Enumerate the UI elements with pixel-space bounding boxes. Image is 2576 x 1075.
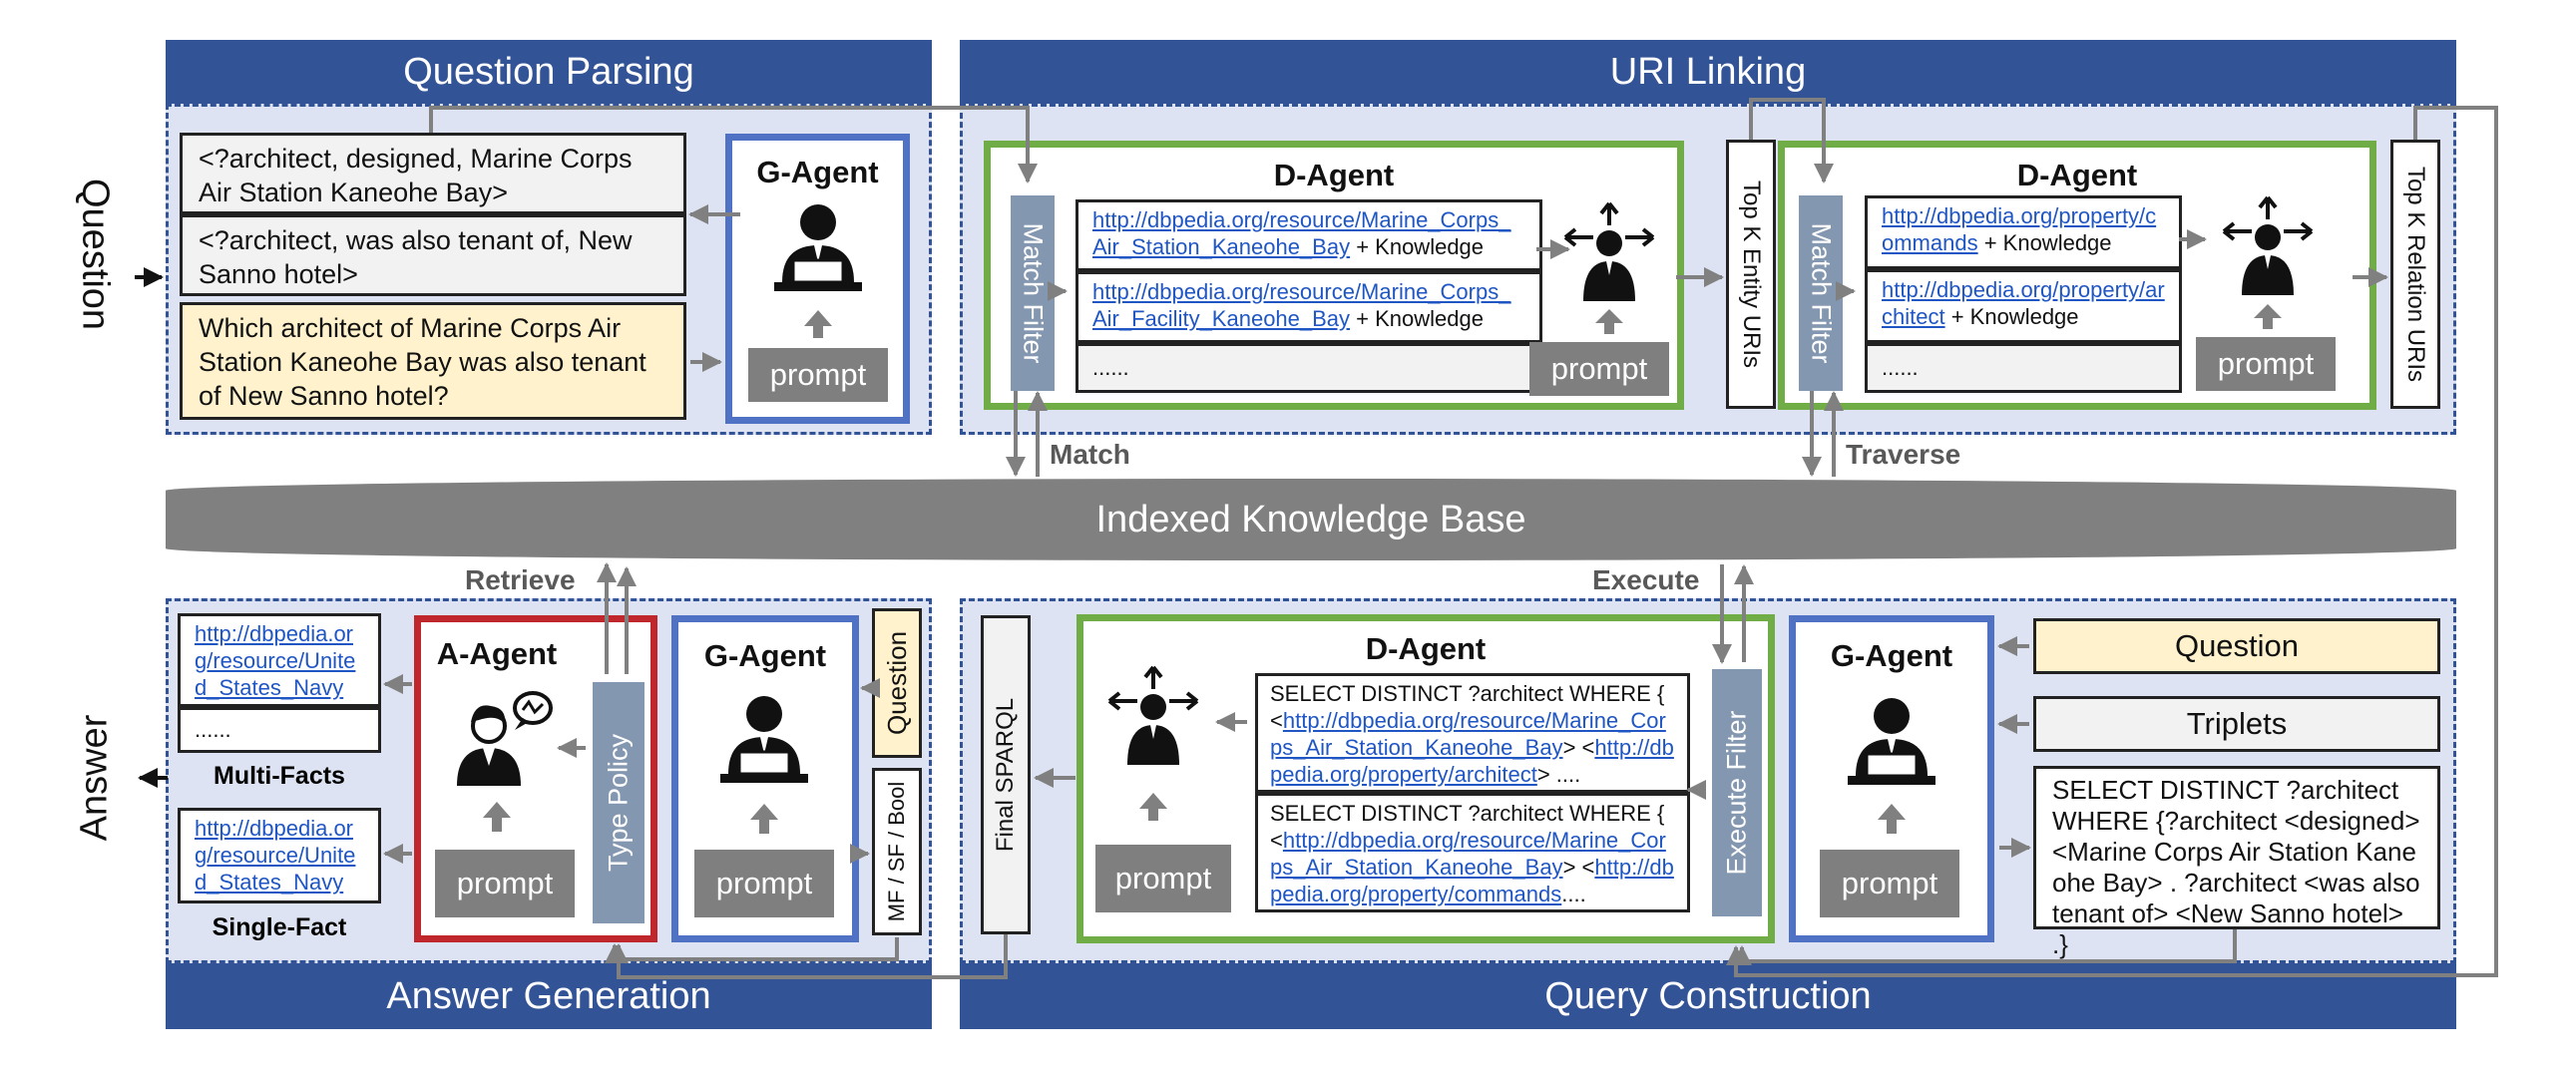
multi-fact-uri-link[interactable]: http://dbpedia.org/resource/United_State… [195,621,356,700]
match-filter-entity: Match Filter [1011,195,1055,391]
sparql-2-relation-link[interactable]: http://dbpedia.org/property/commands [1270,855,1674,906]
question-text-box: Which architect of Marine Corps Air Stat… [180,302,686,420]
question-type-tag: MF / SF / Bool [872,768,922,935]
up-arrow-icon [804,310,832,338]
entity-candidate-1: http://dbpedia.org/resource/Marine_Corps… [1075,199,1542,271]
input-question: Question [2033,618,2440,674]
top-k-relation-uris: Top K Relation URIs [2390,140,2440,409]
prompt-box: prompt [435,850,575,917]
agent-title: D-Agent [1365,631,1487,666]
agent-at-desk-icon [774,204,862,291]
execute-filter: Execute Filter [1712,669,1762,916]
entity-candidate-2: http://dbpedia.org/resource/Marine_Corps… [1075,271,1542,343]
triplet-box-2: <?architect, was also tenant of, New San… [180,214,686,296]
prompt-box: prompt [1529,342,1669,396]
agent-decision-arrows-icon [1563,201,1655,301]
agent-title: G-Agent [756,155,879,189]
d-agent-entity-linking: D-Agent Match Filter http://dbpedia.org/… [984,141,1684,410]
up-arrow-icon [1139,793,1167,821]
agent-title: G-Agent [1830,638,1953,673]
agent-at-desk-icon [720,696,808,783]
relation-candidate-more: ...... [1865,343,2182,393]
sparql-1-entity-link[interactable]: http://dbpedia.org/resource/Marine_Corps… [1270,708,1666,760]
single-fact-label: Single-Fact [212,913,347,941]
sparql-1-relation-link[interactable]: http://dbpedia.org/property/architect [1270,735,1674,787]
agent-decision-arrows-icon [1107,665,1199,765]
d-agent-query-construction: D-Agent prompt SELECT DISTINCT ?architec… [1076,614,1775,943]
multi-facts-label: Multi-Facts [214,762,345,790]
up-arrow-icon [1595,309,1623,334]
execute-label: Execute [1592,564,1700,595]
single-fact-answer-uri: http://dbpedia.org/resource/United_State… [178,808,381,903]
prompt-box: prompt [694,850,834,917]
g-agent-query-construction: G-Agent prompt [1789,615,1994,942]
multi-fact-more: ...... [178,707,381,753]
retrieve-label: Retrieve [465,564,576,595]
agent-speaking-icon [457,691,553,786]
entity-candidate-more: ...... [1075,343,1542,393]
agent-at-desk-icon [1848,698,1935,785]
agent-title: G-Agent [703,638,827,673]
a-agent: A-Agent prompt Type Policy [414,615,657,942]
agent-title: A-Agent [436,636,558,671]
relation-candidate-2: http://dbpedia.org/property/architect + … [1865,269,2182,343]
sparql-template: SELECT DISTINCT ?architect WHERE {?archi… [2033,766,2440,959]
final-sparql: Final SPARQL [981,615,1031,934]
agent-title: D-Agent [1273,158,1395,192]
prompt-box: prompt [2196,337,2336,391]
prompt-box: prompt [1820,850,1959,917]
relation-uri-link-2[interactable]: http://dbpedia.org/property/architect [1882,277,2165,329]
relation-candidate-1: http://dbpedia.org/property/commands + K… [1865,195,2182,269]
entity-uri-link-2[interactable]: http://dbpedia.org/resource/Marine_Corps… [1092,279,1511,331]
entity-uri-link-1[interactable]: http://dbpedia.org/resource/Marine_Corps… [1092,207,1511,259]
g-agent-question-parsing: G-Agent prompt [725,134,910,424]
section-answer-generation: Answer Generation [166,963,932,1029]
relation-uri-link-1[interactable]: http://dbpedia.org/property/commands [1882,203,2157,255]
section-uri-linking: URI Linking [960,40,2456,104]
indexed-knowledge-base: Indexed Knowledge Base [166,479,2456,560]
g-agent-answer-generation: G-Agent prompt [671,615,859,942]
triplet-box-1: <?architect, designed, Marine Corps Air … [180,133,686,214]
question-input-tag: Question [872,608,922,758]
up-arrow-icon [2254,304,2282,329]
up-arrow-icon [1878,804,1906,834]
sparql-candidate-1: SELECT DISTINCT ?architect WHERE { <http… [1255,673,1690,793]
traverse-label: Traverse [1846,439,1961,470]
multi-fact-answer-uri: http://dbpedia.org/resource/United_State… [178,613,381,707]
agent-title: D-Agent [2016,158,2138,192]
type-policy: Type Policy [593,682,644,923]
section-question-parsing: Question Parsing [166,40,932,104]
prompt-box: prompt [1095,845,1231,912]
sparql-2-entity-link[interactable]: http://dbpedia.org/resource/Marine_Corps… [1270,828,1666,880]
input-triplets: Triplets [2033,696,2440,752]
sparql-candidate-2: SELECT DISTINCT ?architect WHERE { <http… [1255,793,1690,912]
prompt-box: prompt [748,348,888,402]
top-k-entity-uris: Top K Entity URIs [1726,140,1776,409]
up-arrow-icon [750,804,778,834]
match-filter-relation: Match Filter [1799,195,1843,391]
match-label: Match [1050,439,1130,470]
up-arrow-icon [483,802,511,832]
single-fact-uri-link[interactable]: http://dbpedia.org/resource/United_State… [195,816,356,895]
d-agent-relation-linking: D-Agent Match Filter http://dbpedia.org/… [1778,141,2376,410]
agent-decision-arrows-icon [2222,195,2314,295]
